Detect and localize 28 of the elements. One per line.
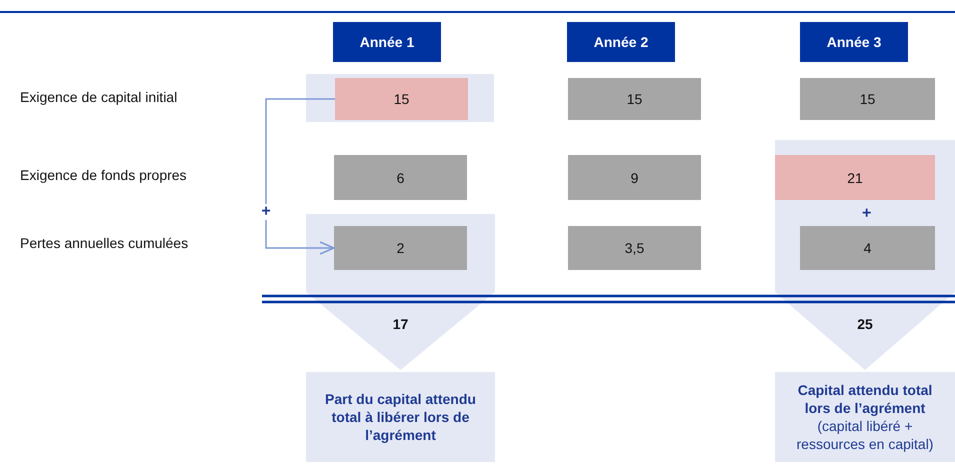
row-label: Exigence de capital initial [20, 89, 178, 105]
summary-note: (capital libéré + ressources en capital) [796, 417, 934, 453]
value-box: 21 [775, 155, 935, 200]
value-box: 15 [568, 78, 701, 120]
value-box: 9 [568, 155, 701, 200]
total-value: 25 [856, 315, 874, 333]
row-label: Exigence de fonds propres [20, 167, 187, 183]
bracket-arrow [265, 98, 335, 255]
value-box: 15 [800, 78, 935, 120]
value-box: 2 [334, 226, 467, 270]
chevron-band [306, 214, 495, 370]
chevron-band [775, 140, 955, 370]
year-header: Année 1 [333, 22, 441, 62]
value-box: 3,5 [568, 226, 701, 270]
year-header: Année 3 [800, 22, 908, 62]
year-header: Année 2 [567, 22, 675, 62]
summary-title: Capital attendu total lors de l’agrément [796, 381, 934, 417]
edge-label: + [260, 204, 272, 220]
row-label: Pertes annuelles cumulées [20, 235, 188, 251]
value-box: 6 [334, 155, 467, 200]
value-box: 4 [800, 226, 935, 270]
highlight-band [306, 74, 494, 122]
total-value: 17 [392, 315, 410, 333]
plus-sign: + [862, 205, 872, 223]
value-box: 15 [335, 78, 468, 120]
summary-box [775, 372, 955, 462]
summary-title: Part du capital attendu total à libérer lors de l’agrément [324, 390, 477, 444]
summary-box [306, 372, 495, 462]
